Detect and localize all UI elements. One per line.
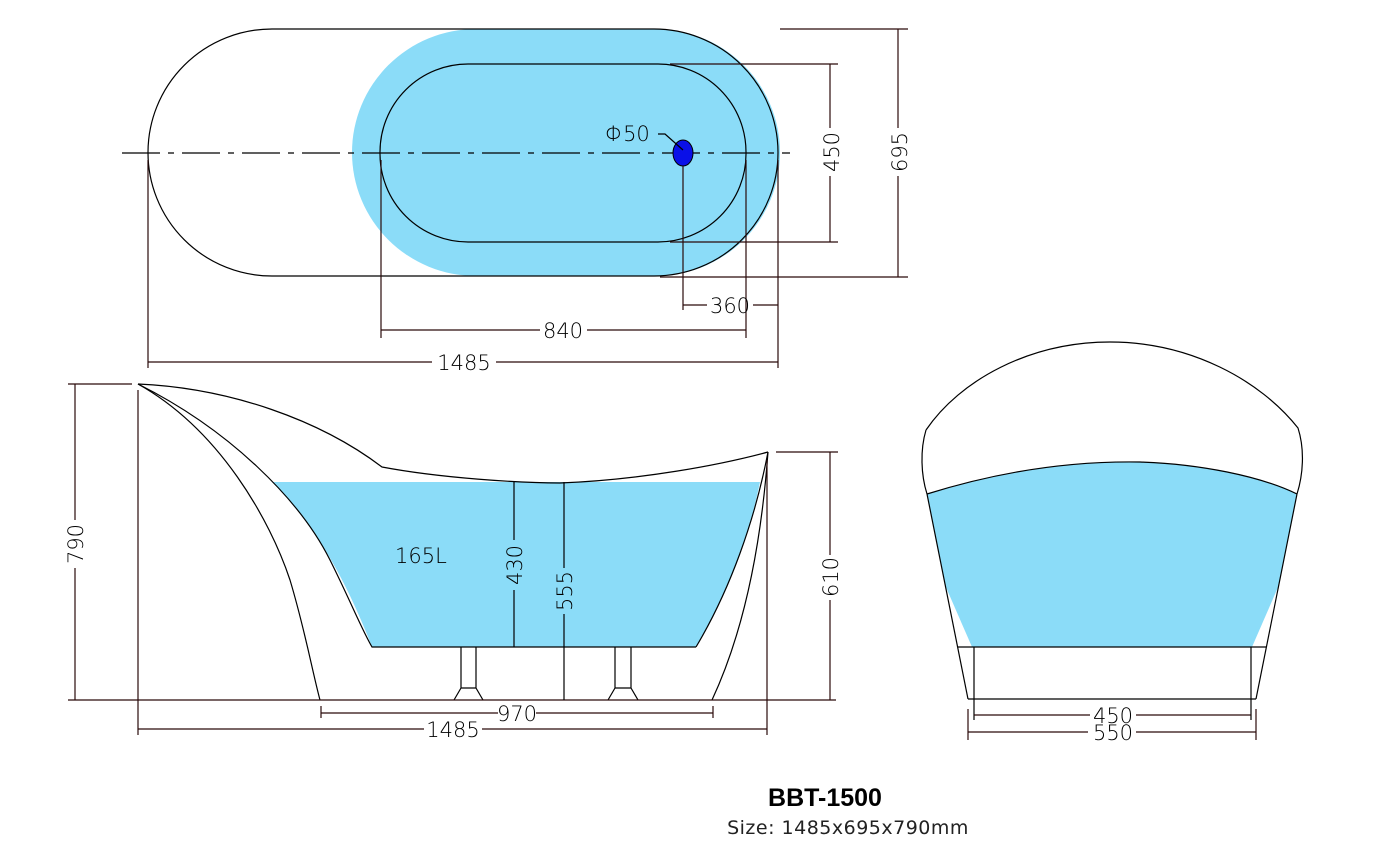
- size-label: Size: 1485x695x790mm: [727, 817, 969, 839]
- side-water-fill: [272, 482, 760, 647]
- dim-inner-length: 840: [543, 319, 583, 343]
- dim-top-overall-length: 1485: [437, 351, 490, 375]
- dim-top-outer-height: 695: [888, 132, 912, 172]
- drain-label: Φ50: [605, 122, 650, 146]
- model-title: BBT-1500: [768, 784, 882, 812]
- dim-leg-span: 970: [497, 702, 537, 726]
- dim-side-overall-length: 1485: [426, 718, 479, 742]
- dim-rim-height: 610: [819, 557, 843, 597]
- side-view: 165L 790 430 555 610 970 1485: [64, 383, 843, 742]
- volume-label: 165L: [395, 544, 447, 568]
- dim-overall-height: 790: [64, 524, 88, 564]
- dim-drain-offset: 360: [710, 294, 750, 318]
- dim-top-inner-height: 450: [820, 132, 844, 172]
- dim-base-inner-width: 450: [1093, 704, 1133, 728]
- end-view: 450 550: [921, 341, 1304, 745]
- drain-leader: [658, 133, 684, 151]
- end-water-fill: [927, 461, 1297, 647]
- dim-water-depth: 430: [503, 545, 527, 585]
- top-view: Φ50 450 695 360 840 1485: [122, 28, 912, 375]
- dim-inner-depth: 555: [553, 571, 577, 611]
- dim-base-outer-width: 550: [1093, 721, 1133, 745]
